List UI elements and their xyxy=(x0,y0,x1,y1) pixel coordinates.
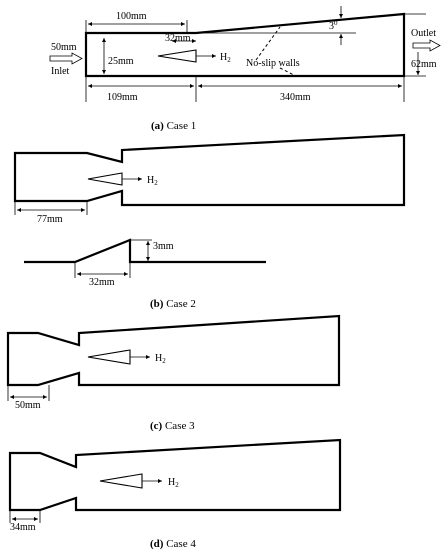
case3-channel-outline xyxy=(6,314,341,387)
case1-dim-to-ramp-label: 109mm xyxy=(107,92,138,103)
case4-caption: (d) Case 4 xyxy=(150,538,196,550)
case1-outlet-height-label: 62mm xyxy=(411,59,437,70)
case2-diagram: H2 77mm 3mm 32mm (b) Case 2 xyxy=(13,133,406,310)
case2-dim-detail-height-label: 3mm xyxy=(153,241,174,252)
case4-diagram: H2 34mm (d) Case 4 xyxy=(8,438,342,550)
case4-fuel-label: H2 xyxy=(168,477,179,489)
case1-caption: (a) Case 1 xyxy=(151,120,196,132)
case1-dim-total-label: 340mm xyxy=(280,92,311,103)
case2-fuel-label: H2 xyxy=(147,175,158,187)
case2-dim-len-label: 77mm xyxy=(37,214,63,225)
case2-injector xyxy=(87,172,123,186)
case1-angle-label: 30 xyxy=(329,19,338,32)
case1-channel-outline xyxy=(84,12,406,78)
case1-wall-pointer-bottom xyxy=(279,67,295,76)
case1-walls-label: No-slip walls xyxy=(246,58,300,69)
case2-ramp-detail xyxy=(24,238,266,264)
case4-channel-outline xyxy=(8,438,342,512)
case2-caption: (b) Case 2 xyxy=(150,298,196,310)
case4-dim-len-label: 34mm xyxy=(10,522,36,533)
case1-dim-top-label: 100mm xyxy=(116,11,147,22)
case1-outlet-label: Outlet xyxy=(411,28,436,39)
case2-channel-outline xyxy=(13,133,406,207)
case3-caption: (c) Case 3 xyxy=(150,420,195,432)
case1-inlet-arrow xyxy=(49,52,83,65)
case3-diagram: H2 50mm (c) Case 3 xyxy=(6,314,341,432)
case1-diagram: H2 100mm 32mm 30 No-slip walls 50mm Inle… xyxy=(49,6,441,132)
case3-injector xyxy=(87,349,131,365)
case2-dim-detail-len-label: 32mm xyxy=(89,277,115,288)
case4-injector xyxy=(99,473,143,489)
case1-injector xyxy=(157,49,197,63)
case3-dim-len-label: 50mm xyxy=(15,400,41,411)
case3-fuel-label: H2 xyxy=(155,353,166,365)
case1-dim-inj-height-label: 25mm xyxy=(108,56,134,67)
case1-dim-inj-offset-label: 32mm xyxy=(165,33,191,44)
case1-outlet-arrow xyxy=(412,39,441,52)
case1-wall-pointer-top xyxy=(255,26,281,61)
case1-fuel-label: H2 xyxy=(220,52,231,64)
case1-inlet-label: Inlet xyxy=(51,66,70,77)
case1-inlet-height-label: 50mm xyxy=(51,42,77,53)
